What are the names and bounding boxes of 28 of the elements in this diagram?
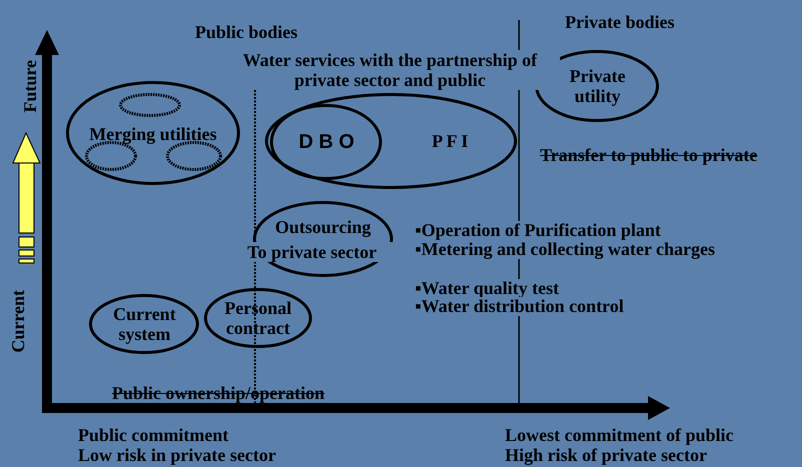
dotted-ellipse bbox=[166, 141, 222, 171]
node-label: D B O bbox=[298, 132, 356, 152]
bullet-item: ▪Metering and collecting water charges bbox=[415, 240, 715, 259]
node-label: Private utility bbox=[568, 66, 626, 106]
text-label: Lowest commitment of public bbox=[505, 425, 734, 445]
ellipse-node bbox=[270, 104, 383, 180]
node-label: Current system bbox=[112, 304, 177, 344]
bullet-item: ▪Operation of Purification plant bbox=[415, 221, 661, 240]
bullet-item: ▪Water distribution control bbox=[415, 297, 624, 316]
text-label: High risk of private sector bbox=[505, 445, 707, 465]
text-label: Private bodies bbox=[565, 12, 674, 32]
text-label: Public commitment bbox=[78, 425, 228, 445]
node-label: Outsourcing bbox=[274, 217, 372, 237]
text-label: Low risk in private sector bbox=[78, 445, 276, 465]
bullet-item: ▪Water quality test bbox=[415, 279, 560, 298]
node-label: Personal contract bbox=[224, 298, 292, 338]
text-label: Public ownership/operation bbox=[112, 383, 325, 403]
text-label: Public bodies bbox=[195, 22, 298, 42]
node-label: Merging utilities bbox=[88, 124, 218, 144]
ellipse-node bbox=[66, 81, 240, 185]
axis-label: Future bbox=[20, 60, 40, 113]
text-label: Transfer to public to private bbox=[540, 145, 758, 165]
dotted-ellipse bbox=[119, 93, 181, 117]
axis-label: Current bbox=[8, 290, 28, 353]
ellipse-node bbox=[204, 288, 312, 349]
node-label: P F I bbox=[430, 131, 470, 151]
ellipse-node bbox=[89, 294, 200, 354]
ellipse-node bbox=[265, 93, 518, 190]
